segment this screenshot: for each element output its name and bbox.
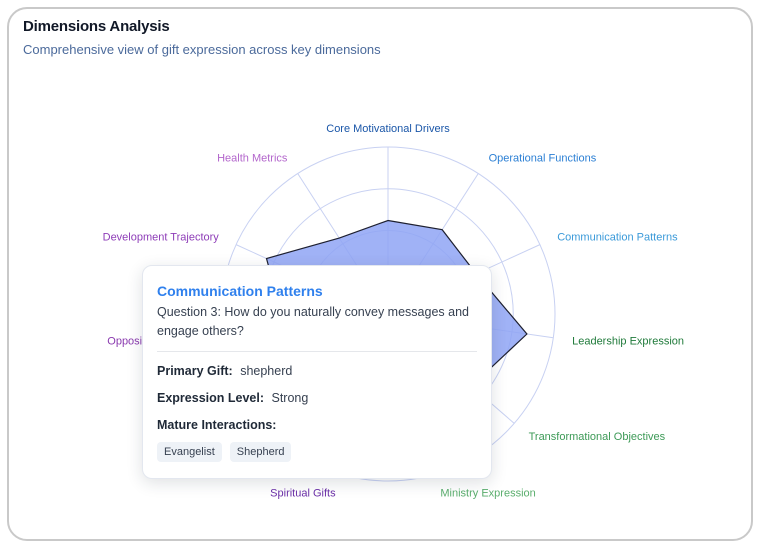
expression-level-value: Strong <box>271 391 309 405</box>
radar-axis-label: Leadership Expression <box>572 336 684 348</box>
mature-interactions-tags: Evangelist Shepherd <box>157 442 477 462</box>
expression-level-label: Expression Level: <box>157 391 264 405</box>
radar-axis-label: Development Trajectory <box>103 232 220 244</box>
primary-gift-label: Primary Gift: <box>157 364 233 378</box>
radar-axis-label: Operational Functions <box>489 153 597 165</box>
expression-level-row: Expression Level: Strong <box>157 391 477 405</box>
radar-axis-label: Communication Patterns <box>557 232 678 244</box>
mature-interactions-label: Mature Interactions: <box>157 418 277 432</box>
tooltip-question: Question 3: How do you naturally convey … <box>157 305 469 338</box>
interaction-tag: Shepherd <box>229 442 292 462</box>
dimensions-analysis-card: Dimensions Analysis Comprehensive view o… <box>7 7 753 541</box>
primary-gift-value: shepherd <box>240 364 293 378</box>
radar-axis-label: Core Motivational Drivers <box>326 123 450 135</box>
radar-axis-label: Health Metrics <box>217 153 288 165</box>
card-subtitle: Comprehensive view of gift expression ac… <box>23 42 381 57</box>
tooltip-title: Communication Patterns <box>157 283 323 299</box>
card-title: Dimensions Analysis <box>23 18 170 35</box>
radar-axis-label: Transformational Objectives <box>529 431 666 443</box>
tooltip-divider <box>157 351 477 352</box>
radar-axis-label: Spiritual Gifts <box>270 488 336 500</box>
primary-gift-row: Primary Gift: shepherd <box>157 364 477 378</box>
mature-interactions-row: Mature Interactions: <box>157 418 477 432</box>
dimension-tooltip: Communication Patterns Question 3: How d… <box>142 265 492 479</box>
radar-axis-label: Ministry Expression <box>440 488 535 500</box>
interaction-tag: Evangelist <box>157 442 222 462</box>
